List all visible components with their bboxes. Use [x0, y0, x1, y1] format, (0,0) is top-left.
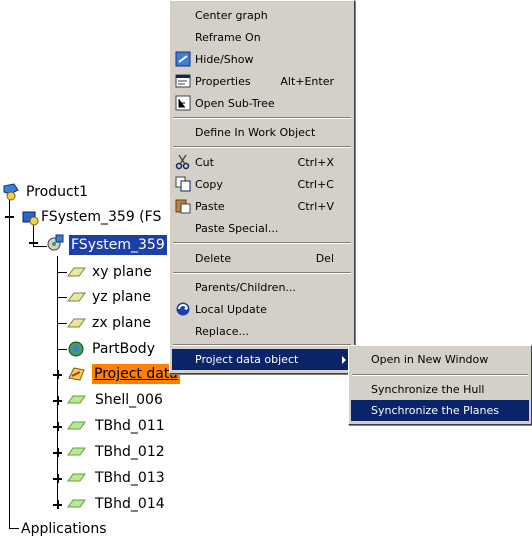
plane-icon — [67, 267, 86, 277]
tree-line-partbody — [57, 349, 67, 350]
scissors-icon — [175, 154, 190, 170]
hide-show-icon — [175, 51, 191, 67]
tree-line-xy — [57, 272, 67, 273]
menu-item-hide-show[interactable]: Hide/Show — [172, 49, 352, 70]
menu-item-replace[interactable]: Replace... — [195, 325, 250, 338]
bulkhead-icon — [67, 447, 86, 456]
tree-node-partbody[interactable]: PartBody — [92, 341, 155, 357]
menu-separator — [173, 117, 351, 119]
tree-node-yz-plane[interactable]: yz plane — [92, 289, 151, 305]
system-icon — [22, 211, 39, 226]
tree-line-zx — [57, 323, 67, 324]
update-icon — [176, 302, 190, 316]
project-data-submenu: Open in New Window Synchronize the Hull … — [348, 345, 532, 425]
menu-separator — [173, 272, 351, 274]
tree-node-system[interactable]: FSystem_359 (FS — [41, 209, 162, 225]
tree-line-root — [9, 198, 10, 528]
bulkhead-icon — [67, 473, 86, 482]
submenu-item-open-in-new-window[interactable]: Open in New Window — [371, 353, 489, 366]
menu-separator — [352, 374, 528, 376]
menu-separator — [173, 146, 351, 148]
menu-separator — [173, 344, 351, 346]
tree-node-tbhd-014[interactable]: TBhd_014 — [95, 496, 165, 512]
bulkhead-icon — [67, 421, 86, 430]
plane-icon — [67, 318, 86, 328]
expand-toggle[interactable] — [53, 500, 62, 509]
sub-tree-icon — [175, 95, 191, 111]
collapse-toggle[interactable] — [5, 212, 14, 221]
collapse-toggle[interactable] — [29, 238, 38, 247]
shell-icon — [67, 395, 86, 404]
tree-line-children — [57, 256, 58, 504]
partbody-icon — [68, 341, 84, 357]
product-icon — [3, 183, 19, 201]
menu-item-center-graph[interactable]: Center graph — [195, 9, 268, 22]
tree-line-yz — [57, 297, 67, 298]
expand-toggle[interactable] — [53, 474, 62, 483]
menu-item-project-data-object[interactable]: Project data object — [172, 349, 352, 370]
context-menu: Center graph Reframe On Hide/Show Proper… — [169, 0, 355, 374]
component-icon — [47, 234, 64, 251]
tree-line-system-child — [33, 246, 47, 247]
menu-separator — [173, 242, 351, 244]
menu-item-reframe-on[interactable]: Reframe On — [195, 31, 261, 44]
tree-line-system — [33, 224, 34, 246]
menu-item-define-in-work-object[interactable]: Define In Work Object — [195, 126, 316, 139]
tree-node-tbhd-013[interactable]: TBhd_013 — [95, 470, 165, 486]
bulkhead-icon — [67, 499, 86, 508]
tree-node-zx-plane[interactable]: zx plane — [92, 315, 151, 331]
menu-item-parents-children[interactable]: Parents/Children... — [195, 281, 296, 294]
tree-node-product1[interactable]: Product1 — [26, 184, 89, 200]
menu-item-local-update[interactable]: Local Update — [172, 299, 352, 320]
tree-node-selected-system[interactable]: FSystem_359 — [69, 235, 167, 255]
tree-node-shell[interactable]: Shell_006 — [95, 392, 163, 408]
tree-node-project-data[interactable]: Project data — [92, 364, 180, 384]
expand-toggle[interactable] — [53, 396, 62, 405]
plane-icon — [67, 292, 86, 302]
submenu-item-synchronize-the-hull[interactable]: Synchronize the Hull — [371, 383, 485, 396]
menu-item-paste-special[interactable]: Paste Special... — [195, 222, 279, 235]
paste-icon — [175, 199, 191, 214]
tree-line-applications — [9, 528, 19, 529]
submenu-arrow-icon — [342, 356, 346, 364]
project-data-icon — [68, 367, 85, 381]
expand-toggle[interactable] — [53, 448, 62, 457]
expand-toggle[interactable] — [53, 422, 62, 431]
submenu-item-synchronize-the-planes[interactable]: Synchronize the Planes — [351, 400, 529, 421]
copy-icon — [175, 176, 191, 192]
tree-node-tbhd-012[interactable]: TBhd_012 — [95, 444, 165, 460]
tree-node-tbhd-011[interactable]: TBhd_011 — [95, 418, 165, 434]
tree-node-xy-plane[interactable]: xy plane — [92, 264, 152, 280]
tree-node-applications[interactable]: Applications — [21, 521, 107, 537]
menu-item-open-sub-tree[interactable]: Open Sub-Tree — [172, 93, 352, 114]
expand-toggle[interactable] — [53, 370, 62, 379]
properties-icon — [175, 74, 191, 88]
